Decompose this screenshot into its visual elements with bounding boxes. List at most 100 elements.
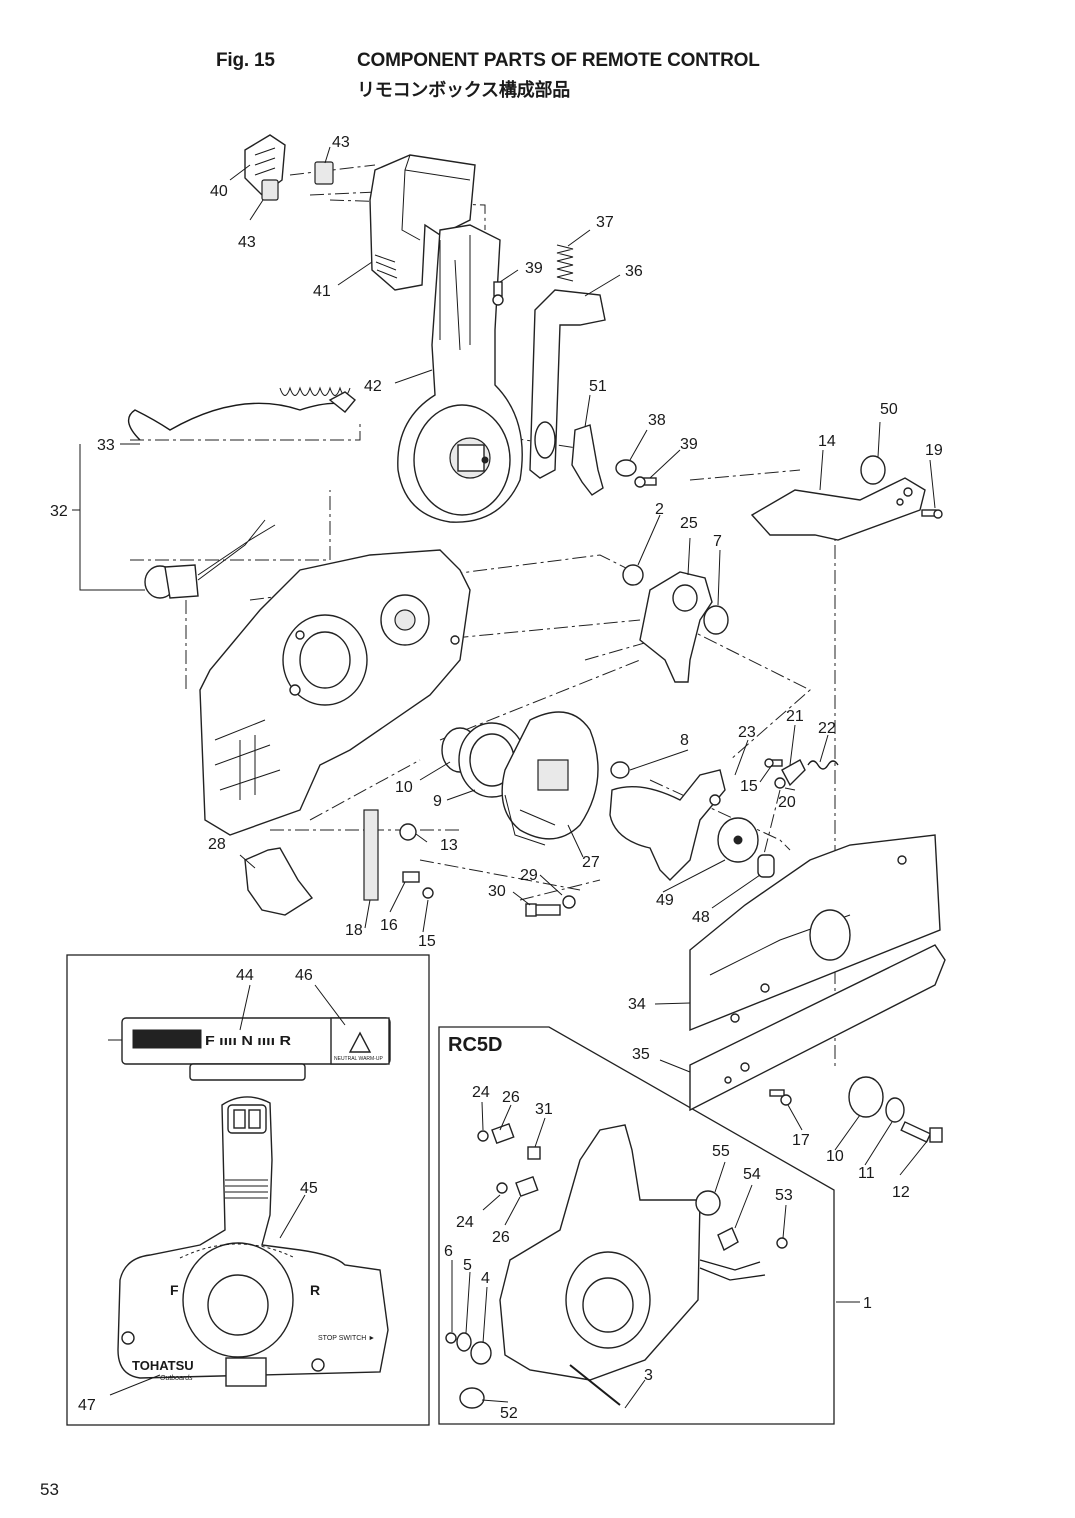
rc5d-remote-box	[499, 1124, 766, 1381]
rc5d-small-parts	[445, 1122, 788, 1409]
part-42-control-handle	[397, 224, 523, 523]
part-housing-main	[199, 549, 471, 836]
part-19-screw	[921, 509, 943, 519]
inset-label-rc5d: RC5D	[448, 1034, 502, 1056]
callout-label: 30	[488, 883, 506, 900]
leader-lines	[72, 146, 936, 1409]
callout-label: 43	[332, 134, 350, 151]
callout-label: 18	[345, 922, 363, 939]
page-number: 53	[40, 1480, 59, 1499]
handle-f-mark: F	[170, 1282, 179, 1298]
callout-label: 22	[818, 720, 836, 737]
callout-label: 40	[210, 183, 228, 200]
callout-label: 42	[364, 378, 382, 395]
callout-label: 24	[472, 1084, 490, 1101]
brand-logo-text: TOHATSU	[132, 1358, 194, 1373]
part-36-neutral-lever	[529, 289, 606, 479]
callout-labels: 43 40 43 41 37 39 36 42 51 38 39 50 14 1…	[50, 134, 943, 1422]
callout-label: 51	[589, 378, 607, 395]
decal-neutral-text: NEUTRAL WARM-UP	[334, 1056, 383, 1062]
callout-label: 9	[433, 793, 442, 810]
handle-stop-switch-text: STOP SWITCH ►	[318, 1335, 375, 1342]
callout-label: 43	[238, 234, 256, 251]
part-14-throttle-arm	[750, 477, 926, 541]
callout-label: 14	[818, 433, 836, 450]
part-15-screw-lower	[422, 887, 434, 899]
callout-label: 41	[313, 283, 331, 300]
part-27-cam-disc	[501, 711, 599, 846]
part-13-cap	[399, 823, 417, 841]
part-2-bushing	[622, 564, 644, 586]
part-32-stop-switch	[144, 519, 276, 599]
callout-label: 26	[502, 1089, 520, 1106]
brand-sub-text: Outboards	[160, 1375, 193, 1382]
handle-front-view	[117, 1096, 389, 1387]
part-41-handle-cover	[369, 154, 476, 291]
part-39-screw-lower	[634, 476, 657, 488]
callout-label: 37	[596, 214, 614, 231]
inset-box-rc5d	[438, 1026, 835, 1425]
callout-label: 50	[880, 401, 898, 418]
callout-label: 7	[713, 533, 722, 550]
part-48-seal	[757, 854, 775, 878]
callout-label: 20	[778, 794, 796, 811]
part-30-bolt	[525, 903, 561, 917]
callout-label: 6	[444, 1243, 453, 1260]
callout-label: 17	[792, 1132, 810, 1149]
callout-label: 38	[648, 412, 666, 429]
part-17-screw	[769, 1089, 792, 1106]
callout-label: 25	[680, 515, 698, 532]
part-25-cam-plate	[639, 571, 713, 683]
part-43-clip-upper	[314, 161, 334, 185]
callout-label: 11	[858, 1165, 875, 1182]
callout-label: 15	[740, 778, 758, 795]
part-20-roller	[774, 777, 786, 789]
part-33-lanyard-cord	[127, 386, 356, 441]
part-29-nut	[562, 895, 576, 909]
callout-label: 54	[743, 1166, 761, 1183]
part-34-side-cover	[689, 834, 941, 1032]
callout-label: 35	[632, 1046, 650, 1063]
callout-label: 48	[692, 909, 710, 926]
part-23-shift-lever	[609, 769, 726, 881]
callout-label: 45	[300, 1180, 318, 1197]
callout-label: 33	[97, 437, 115, 454]
callout-label: 44	[236, 967, 254, 984]
callout-label: 36	[625, 263, 643, 280]
callout-label: 31	[535, 1101, 553, 1118]
part-49-neutral-switch	[717, 817, 759, 863]
figure-label: Fig. 15	[216, 50, 275, 71]
callout-label: 32	[50, 503, 68, 520]
callout-label: 12	[892, 1184, 910, 1201]
callout-label: 19	[925, 442, 943, 459]
callout-label: 28	[208, 836, 226, 853]
callout-label: 24	[456, 1214, 474, 1231]
callout-label: 47	[78, 1397, 96, 1414]
callout-label: 10	[395, 779, 413, 796]
callout-label: 34	[628, 996, 646, 1013]
callout-label: 1	[863, 1295, 872, 1312]
part-35-back-plate	[689, 944, 946, 1112]
part-16-spacer	[402, 871, 420, 883]
callout-label: 4	[481, 1270, 490, 1287]
part-39-screw-upper	[492, 281, 504, 306]
callout-label: 21	[786, 708, 804, 725]
part-22-spring	[807, 760, 839, 770]
part-18-friction-block	[363, 809, 379, 901]
part-50-ring	[860, 455, 886, 485]
callout-label: 29	[520, 867, 538, 884]
part-8-collar	[610, 761, 630, 779]
callout-label: 46	[295, 967, 313, 984]
callout-label: 2	[655, 501, 664, 518]
callout-label: 52	[500, 1405, 518, 1422]
callout-label: 27	[582, 854, 600, 871]
part-7-washer	[703, 605, 729, 635]
callout-label: 39	[680, 436, 698, 453]
part-11-washer	[885, 1097, 905, 1123]
callout-label: 39	[525, 260, 543, 277]
callout-label: 23	[738, 724, 756, 741]
part-37-spring	[556, 244, 574, 282]
part-12-bolt	[900, 1121, 943, 1143]
callout-label: 15	[418, 933, 436, 950]
